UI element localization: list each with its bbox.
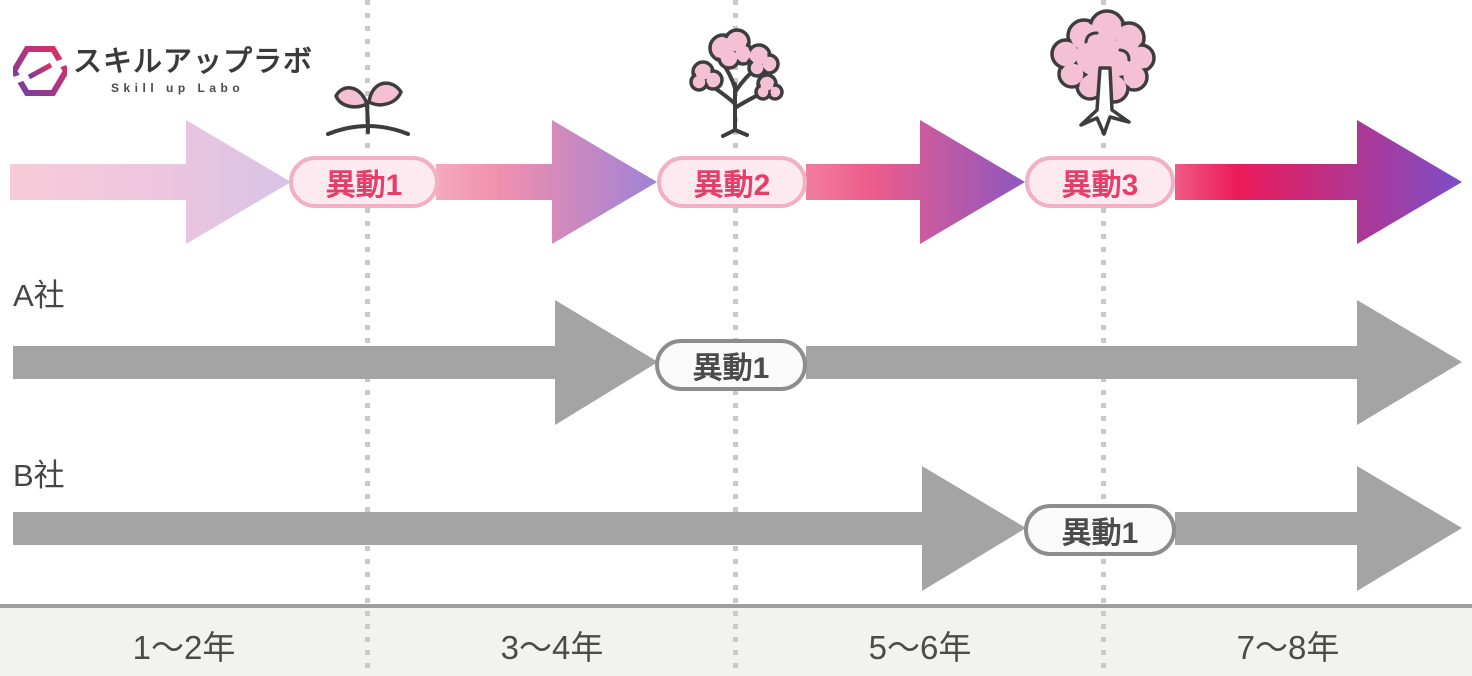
axis-period-label: 3〜4年 <box>500 629 604 666</box>
skillup-arrow-segment-2 <box>436 120 657 244</box>
badge-label: 異動1 <box>692 352 770 385</box>
logo-mark-icon <box>13 46 67 96</box>
logo: スキルアップラボ Skill up Labo <box>13 44 313 98</box>
timeline-axis-line <box>0 604 1472 608</box>
axis-period-label: 7〜8年 <box>1236 629 1340 666</box>
period-divider-line <box>1101 0 1106 676</box>
logo-subtitle: Skill up Labo <box>111 80 245 95</box>
skillup-arrow-segment-1 <box>10 120 291 244</box>
skillup-arrow-segment-3 <box>806 120 1025 244</box>
badge-label: 異動2 <box>693 169 771 202</box>
blossom-tree-icon <box>1050 9 1156 136</box>
sprout-icon <box>326 81 410 136</box>
company-b-arrow-segment-2 <box>1175 466 1462 591</box>
skillup-transfer-badge-3: 異動3 <box>1025 156 1175 208</box>
period-divider-line <box>365 0 370 676</box>
skillup-arrow-segment-4 <box>1175 120 1462 244</box>
company-a-transfer-badge: 異動1 <box>655 339 807 391</box>
axis-period-label: 1〜2年 <box>132 629 236 666</box>
logo-title: スキルアップラボ <box>73 46 314 79</box>
company-b-transfer-badge: 異動1 <box>1024 504 1176 556</box>
company-a-arrow-segment-2 <box>806 300 1462 425</box>
company-a-arrow-segment-1 <box>13 300 658 425</box>
axis-period-label: 5〜6年 <box>868 629 972 666</box>
company-a-label: A社 <box>13 278 65 313</box>
company-b-label: B社 <box>13 458 65 493</box>
badge-label: 異動1 <box>1061 517 1139 550</box>
badge-label: 異動1 <box>325 169 403 202</box>
company-b-arrow-segment-1 <box>13 466 1026 591</box>
skillup-transfer-badge-2: 異動2 <box>657 156 807 208</box>
skillup-transfer-badge-1: 異動1 <box>289 156 439 208</box>
period-divider-line <box>733 0 738 676</box>
badge-label: 異動3 <box>1061 169 1139 202</box>
young-tree-icon <box>689 28 784 138</box>
